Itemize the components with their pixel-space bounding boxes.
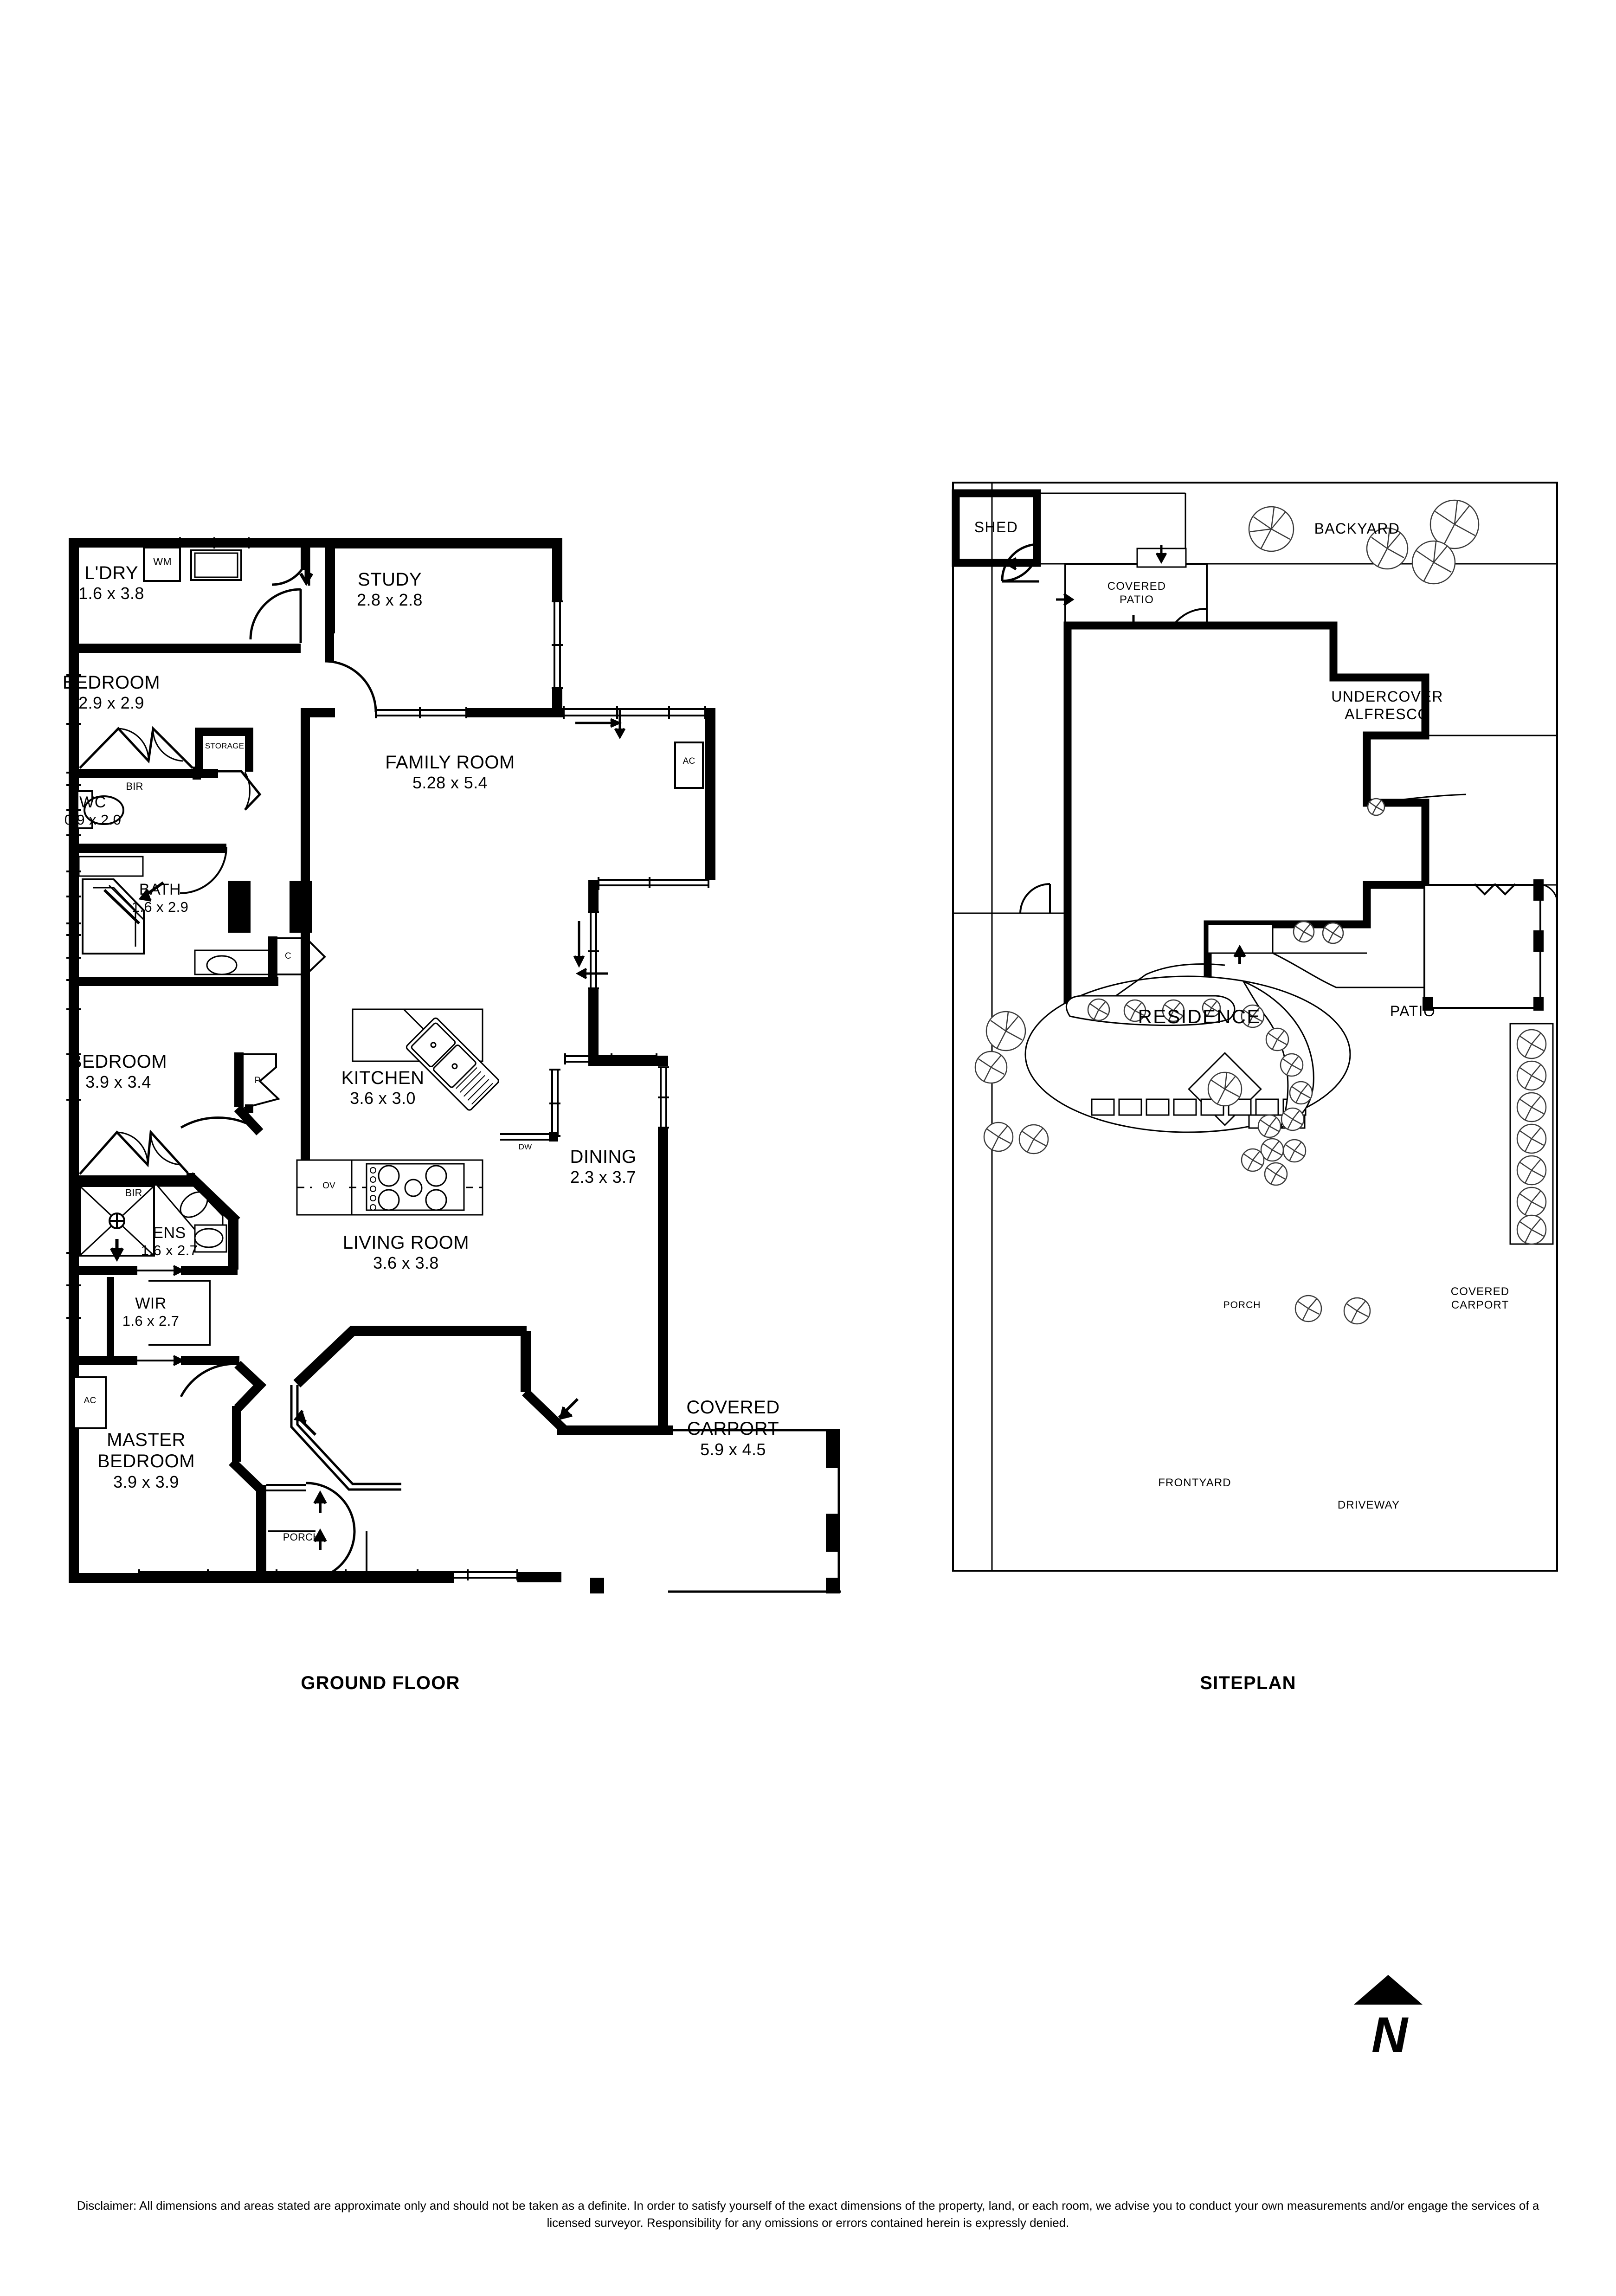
pantry-label: P [254,1076,261,1085]
site-label-porch: PORCH [1223,1300,1261,1310]
ac-label-family: AC [682,756,695,766]
room-label-kitchen: KITCHEN 3.6 x 3.0 [341,1068,425,1108]
ground-floor-title: GROUND FLOOR [301,1673,460,1693]
site-label-covered-carport: COVERED CARPORT [1450,1285,1510,1311]
site-label-covered-patio: COVERED PATIO [1107,580,1166,606]
room-label-dining: DINING 2.3 x 3.7 [570,1147,637,1187]
room-label-bath: BATH 1.6 x 2.9 [131,881,189,916]
room-label-family: FAMILY ROOM 5.28 x 5.4 [385,752,515,793]
room-label-living: LIVING ROOM 3.6 x 3.8 [342,1232,470,1273]
room-label-ensuite: ENS 1.6 x 2.7 [141,1224,198,1259]
tree-cluster-backyard [1248,499,1480,585]
site-label-patio: PATIO [1390,1003,1436,1019]
washing-machine-label: WM [153,556,172,568]
room-label-bedroom3: BEDROOM 3.9 x 3.4 [69,1051,167,1092]
ground-floor-walls [66,537,841,1593]
room-label-wc: WC 0.9 x 2.0 [64,793,122,828]
room-label-study: STUDY 2.8 x 2.8 [357,569,423,610]
site-label-residence: RESIDENCE [1138,1006,1261,1027]
site-label-driveway: DRIVEWAY [1337,1499,1400,1511]
cupboard-label: C [285,951,291,961]
site-label-frontyard: FRONTYARD [1158,1477,1231,1489]
bir-label-bedroom2: BIR [126,780,143,792]
oven-label: OV [312,1181,346,1192]
disclaimer-text: Disclaimer: All dimensions and areas sta… [77,2199,1539,2230]
room-label-bedroom2: BEDROOM 2.9 x 2.9 [62,672,161,713]
storage-label: STORAGE [205,742,245,750]
north-arrow-icon [1354,1975,1423,2005]
north-letter: N [1371,2006,1408,2063]
site-label-backyard: BACKYARD [1314,520,1400,537]
bir-label-bedroom3: BIR [125,1187,142,1199]
room-label-covered-carport: COVERED CARPORT 5.9 x 4.5 [686,1397,780,1459]
porch-label-ground: PORCH [283,1531,321,1543]
site-label-shed: SHED [974,519,1018,535]
site-label-undercover-alfresco: UNDERCOVER ALFRESCO [1331,688,1443,723]
dishwasher-label: DW [518,1142,532,1151]
siteplan-title: SITEPLAN [1200,1673,1296,1693]
room-label-master-bedroom: MASTER BEDROOM 3.9 x 3.9 [97,1430,195,1491]
ac-label-master: AC [84,1396,97,1406]
room-label-wir: WIR 1.6 x 2.7 [122,1295,180,1329]
room-label-ldry: L'DRY 1.6 x 3.8 [78,563,144,603]
siteplan-drawing [952,482,1558,1572]
